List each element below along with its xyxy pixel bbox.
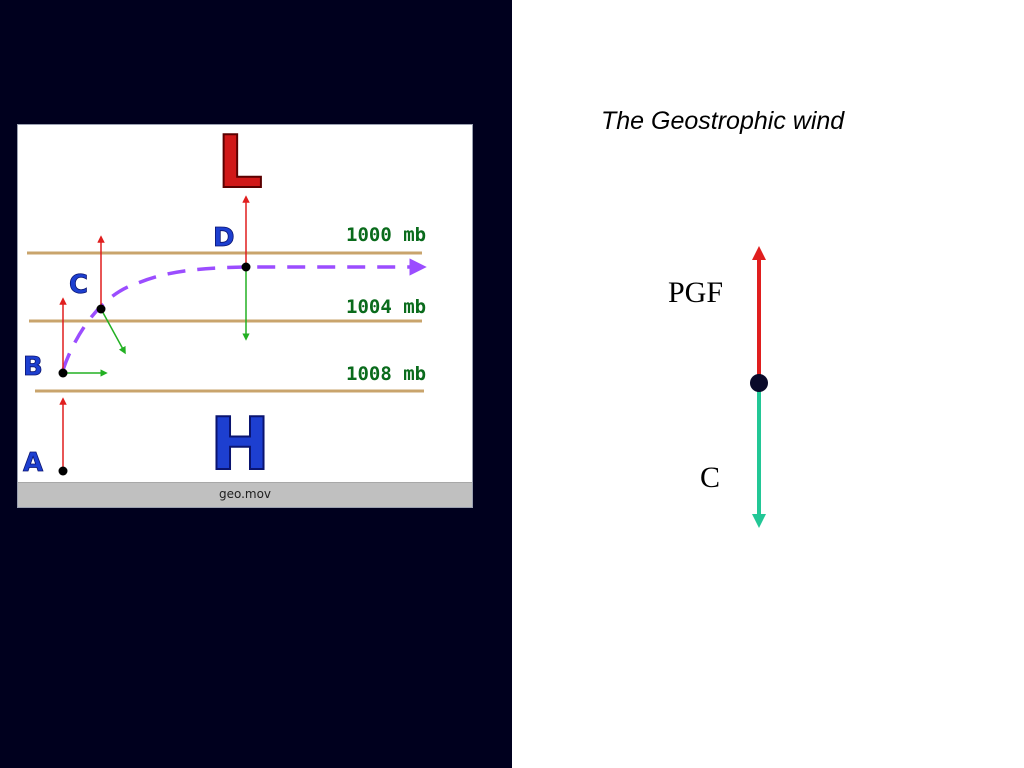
coriolis-arrow-c [100,308,126,355]
geostrophic-animation: L 1000 mb 1004 mb 1008 mb A B C [23,125,427,487]
low-pressure-label: L [217,125,263,204]
slide-title: The Geostrophic wind [601,107,845,135]
isobar-label-1008: 1008 mb [346,363,426,385]
wind-trajectory [61,258,427,371]
isobar-label-1004: 1004 mb [346,296,426,318]
point-label-b: B [23,352,43,382]
parcel-a [58,466,68,476]
movie-caption: geo.mov [18,482,472,507]
geo-movie-frame[interactable]: L 1000 mb 1004 mb 1008 mb A B C [17,124,473,508]
parcel-c [96,304,106,314]
pgf-arrowhead [752,246,766,260]
isobar-label-1000: 1000 mb [346,224,426,246]
pgf-label: PGF [668,276,723,309]
point-label-a: A [23,448,43,478]
point-label-d: D [213,223,235,253]
left-panel: L 1000 mb 1004 mb 1008 mb A B C [0,0,512,768]
parcel-b [58,368,68,378]
parcel-d [241,262,251,272]
high-pressure-label: H [210,402,270,486]
coriolis-arrowhead [752,514,766,528]
point-label-c: C [69,270,88,300]
coriolis-label: C [700,461,720,494]
air-parcel [750,374,768,392]
force-balance-diagram: PGF C [668,246,768,528]
